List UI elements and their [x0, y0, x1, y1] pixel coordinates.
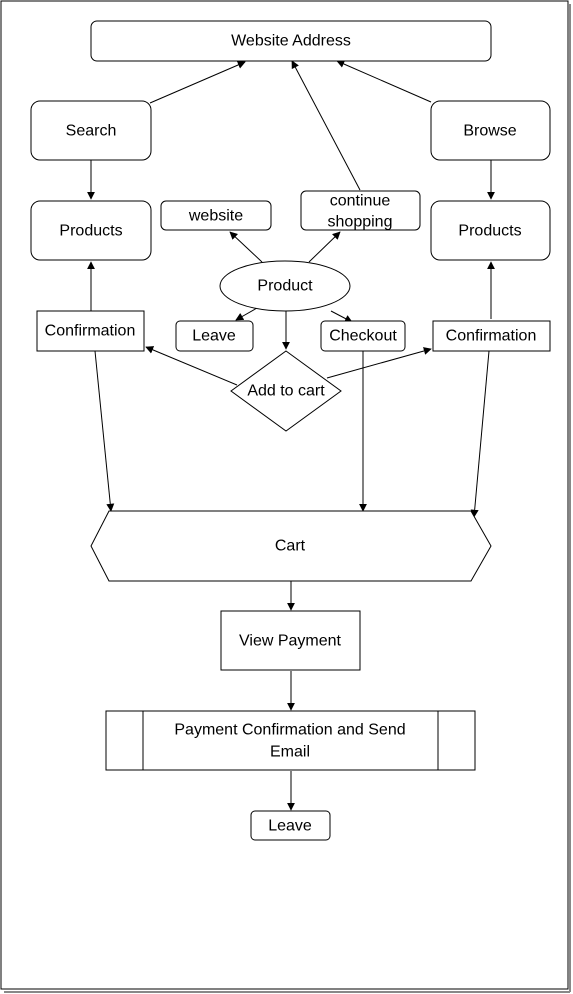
- leave-bottom-label: Leave: [268, 818, 312, 835]
- node-search[interactable]: Search: [30, 100, 152, 161]
- search-label: Search: [66, 123, 117, 140]
- edge-addtocart-to-confirmation-left: [145, 346, 238, 386]
- node-payment-confirmation[interactable]: Payment Confirmation and Send Email: [105, 710, 476, 771]
- edge-product-to-website: [229, 231, 263, 263]
- edge-product-to-checkout: [330, 310, 353, 323]
- leave-top-label: Leave: [192, 328, 236, 345]
- node-leave-bottom[interactable]: Leave: [250, 810, 331, 841]
- node-products-left[interactable]: Products: [30, 200, 152, 261]
- node-checkout[interactable]: Checkout: [320, 320, 406, 352]
- website-label: website: [188, 208, 243, 225]
- cart-label: Cart: [275, 538, 306, 555]
- products-right-label: Products: [458, 223, 521, 240]
- view-payment-label: View Payment: [239, 633, 342, 650]
- products-left-label: Products: [59, 223, 122, 240]
- node-product[interactable]: Product: [219, 260, 351, 312]
- checkout-label: Checkout: [329, 328, 397, 345]
- node-confirmation-right[interactable]: Confirmation: [432, 320, 551, 352]
- node-leave-top[interactable]: Leave: [175, 320, 254, 352]
- edge-product-to-continue: [308, 231, 341, 263]
- continue-shopping-label-line2: shopping: [328, 214, 393, 231]
- edge-search-to-website: [149, 61, 246, 104]
- edge-browse-to-website: [336, 60, 432, 103]
- edge-continue-to-website: [291, 60, 361, 191]
- node-confirmation-left[interactable]: Confirmation: [36, 310, 145, 352]
- connectors: [87, 60, 495, 811]
- node-website-address[interactable]: Website Address: [90, 20, 492, 62]
- confirmation-right-label: Confirmation: [446, 328, 537, 345]
- add-to-cart-label: Add to cart: [247, 383, 325, 400]
- website-address-label: Website Address: [231, 33, 351, 50]
- node-browse[interactable]: Browse: [430, 100, 551, 161]
- payment-confirmation-label-line1: Payment Confirmation and Send: [174, 722, 405, 739]
- edge-addtocart-to-confirmation-right: [326, 347, 432, 379]
- confirmation-left-label: Confirmation: [45, 323, 136, 340]
- node-continue-shopping[interactable]: continue shopping: [300, 190, 421, 231]
- node-products-right[interactable]: Products: [430, 200, 551, 261]
- continue-shopping-label-line1: continue: [330, 193, 391, 210]
- node-website[interactable]: website: [160, 200, 272, 231]
- node-add-to-cart[interactable]: Add to cart: [230, 350, 342, 432]
- browse-label: Browse: [463, 123, 516, 140]
- product-label: Product: [257, 278, 313, 295]
- node-cart[interactable]: Cart: [90, 510, 492, 582]
- edge-confirmation-left-to-cart: [94, 350, 115, 512]
- node-view-payment[interactable]: View Payment: [220, 610, 361, 671]
- edge-product-to-leave: [235, 307, 258, 321]
- payment-confirmation-label-line2: Email: [270, 744, 310, 761]
- edge-confirmation-right-to-cart: [470, 350, 490, 518]
